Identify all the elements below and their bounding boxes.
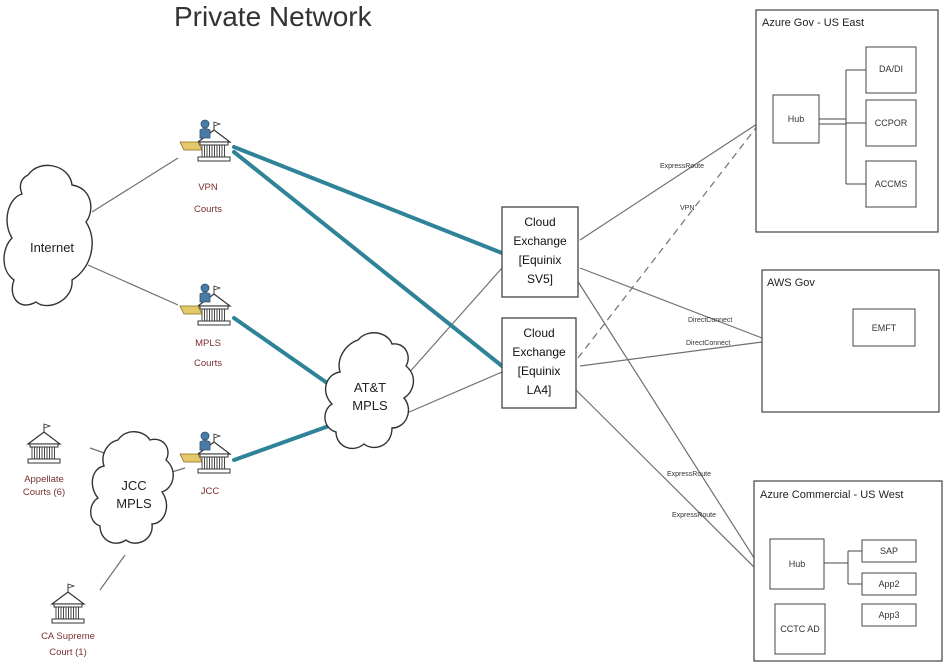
page-title: Private Network (174, 1, 373, 32)
azure-gov-service-ccpor-label: CCPOR (875, 118, 908, 128)
appellate-courts-label-2: Courts (6) (23, 487, 65, 498)
jcc-mpls-cloud (90, 431, 174, 544)
aws-gov-service-emft (852, 308, 916, 347)
mpls-courts-building-icon (179, 283, 231, 326)
jcc-mpls-line-2: MPLS (116, 496, 152, 511)
vpn-courts-label-2: Courts (194, 204, 222, 215)
directconnect-label-2: DirectConnect (686, 340, 730, 347)
jcc-mpls-line-1: JCC (121, 478, 146, 493)
supreme-court-label-2: Court (1) (49, 647, 86, 658)
exchange-sv5-line-3: [Equinix (519, 253, 562, 267)
att-mpls-cloud (324, 332, 414, 450)
azure-gov-title: Azure Gov - US East (762, 17, 864, 29)
vpn-courts-building-icon (179, 119, 231, 162)
expressroute-label-2: ExpressRoute (667, 471, 711, 478)
exchange-la4-line-4: LA4] (527, 383, 552, 397)
exchange-la4-line-3: [Equinix (518, 364, 561, 378)
exchange-sv5-line-1: Cloud (524, 215, 555, 229)
azure-commercial-cctc-ad (774, 603, 826, 655)
expressroute-label-3: ExpressRoute (672, 512, 716, 519)
att-mpls-line-1: AT&T (354, 380, 386, 395)
vpn-link-label: VPN (680, 205, 694, 212)
exchange-la4-line-2: Exchange (512, 345, 566, 359)
exchange-sv5-line-2: Exchange (513, 234, 567, 248)
azure-commercial-hub-label: Hub (789, 559, 806, 569)
grey-connections (87, 119, 766, 591)
supreme-court-label-1: CA Supreme (41, 631, 95, 642)
azure-gov-hub-label: Hub (788, 114, 805, 124)
azure-commercial-service-app3 (861, 603, 917, 627)
mpls-links (232, 145, 504, 462)
aws-gov-title: AWS Gov (767, 277, 815, 289)
azure-commercial-cctc-ad-label: CCTC AD (780, 624, 820, 634)
azure-gov-service-dadi-label: DA/DI (879, 64, 903, 74)
exchange-sv5-line-4: SV5] (527, 272, 553, 286)
jcc-court-label: JCC (201, 486, 220, 497)
appellate-courts-label-1: Appellate (24, 474, 64, 485)
azure-gov-service-dadi (865, 46, 917, 94)
jcc-court-building-icon (179, 431, 231, 474)
azure-commercial-hub (769, 538, 825, 590)
azure-commercial-hub-connectors (824, 550, 862, 585)
mpls-courts-label-2: Courts (194, 358, 222, 369)
appellate-courts-building-icon (27, 423, 61, 464)
directconnect-label-1: DirectConnect (688, 317, 732, 324)
azure-gov-hub-connectors (819, 69, 866, 185)
aws-gov-service-emft-label: EMFT (872, 323, 897, 333)
azure-commercial-title: Azure Commercial - US West (760, 489, 903, 501)
mpls-courts-label-1: MPLS (195, 338, 221, 349)
vpn-courts-label-1: VPN (198, 182, 218, 193)
azure-gov-service-ccpor (865, 99, 917, 147)
cloud-exchange-sv5-box (501, 206, 579, 298)
azure-gov-service-accms (865, 160, 917, 208)
expressroute-label-1: ExpressRoute (660, 163, 704, 170)
azure-commercial-service-app2-label: App2 (878, 579, 899, 589)
internet-cloud (3, 164, 93, 307)
cloud-exchange-la4-box (501, 317, 577, 409)
azure-commercial-service-sap-label: SAP (880, 546, 898, 556)
supreme-court-building-icon (51, 583, 85, 624)
att-mpls-line-2: MPLS (352, 398, 388, 413)
azure-commercial-service-app3-label: App3 (878, 610, 899, 620)
internet-label: Internet (30, 240, 74, 255)
azure-gov-service-accms-label: ACCMS (875, 179, 908, 189)
exchange-la4-line-1: Cloud (523, 326, 554, 340)
